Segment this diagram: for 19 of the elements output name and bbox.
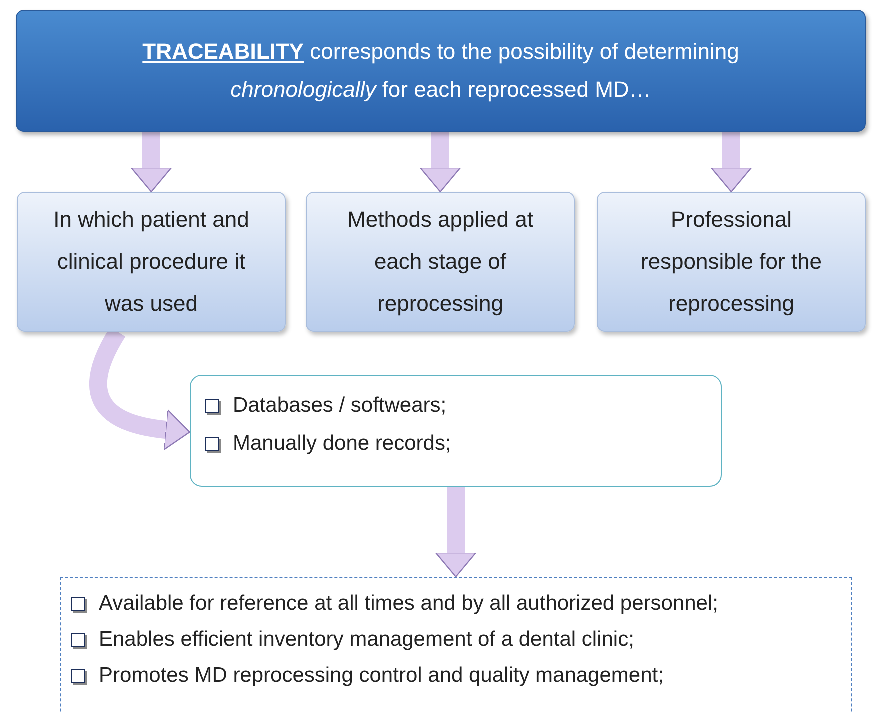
arrow xyxy=(710,132,752,193)
info-box xyxy=(597,192,866,332)
arrow xyxy=(420,132,462,193)
box-text: Professional responsible for the reprocessing xyxy=(640,206,823,318)
info-box xyxy=(17,192,286,332)
box-text: In which patient and clinical procedure it was used xyxy=(52,206,250,318)
dashed-list-box xyxy=(60,577,852,712)
list-item: Promotes MD reprocessing control and quality management; xyxy=(99,664,664,688)
arrow xyxy=(435,487,477,578)
list-item: Manually done records; xyxy=(233,432,452,456)
box-text: Methods applied at each stage of reprocessing xyxy=(346,206,534,318)
arrow xyxy=(130,132,172,193)
list-box xyxy=(190,375,722,487)
list-item: Databases / softwears; xyxy=(233,394,447,418)
title-banner xyxy=(16,10,866,132)
info-box xyxy=(306,192,575,332)
list-item: Enables efficient inventory management of a dental clinic; xyxy=(99,628,634,652)
list-item: Available for reference at all times and by all authorized personnel; xyxy=(99,592,718,616)
box-text: TRACEABILITY corresponds to the possibility of determining chronologically for each reprocessed MD… xyxy=(142,38,740,104)
